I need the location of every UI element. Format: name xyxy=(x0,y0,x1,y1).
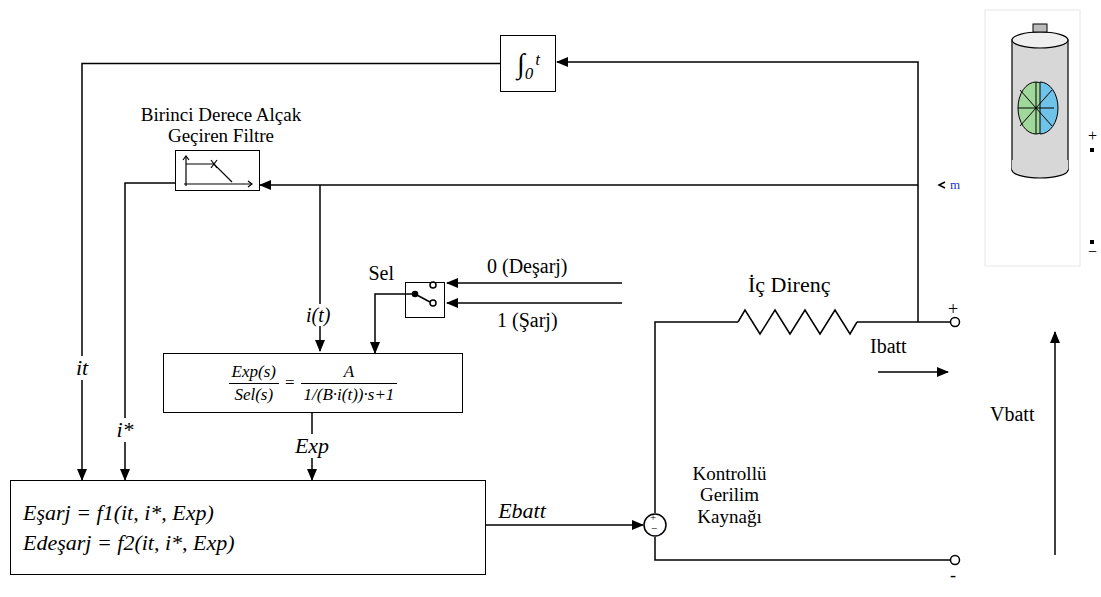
signal-name: i* xyxy=(114,418,135,442)
polarity-sign: + xyxy=(1088,128,1097,144)
input-value: 1 (Şarj) xyxy=(497,310,558,330)
signal-name: Ebatt xyxy=(496,499,548,523)
terminal-sign: + xyxy=(948,300,958,318)
battery-icon xyxy=(985,10,1094,266)
terminal-sign: - xyxy=(950,566,956,584)
lowpass-filter-block: Birinci Derece Alçak Geçiren Filtre xyxy=(175,150,260,191)
polarity-sign: − xyxy=(1088,244,1097,260)
block-heading: Kontrollü Gerilim Kaynağı xyxy=(677,463,782,527)
voltage-name: Vbatt xyxy=(990,404,1034,424)
signal-connector xyxy=(82,64,500,481)
equals-sign: = xyxy=(285,373,295,393)
numerator: Exp(s) xyxy=(229,362,279,384)
selector-switch: Sel xyxy=(405,282,445,318)
fraction: Exp(s)Sel(s) xyxy=(229,362,279,405)
signal-name: it xyxy=(74,356,90,380)
integrator-block: ∫₀ᵗ xyxy=(500,35,556,92)
denominator: Sel(s) xyxy=(231,384,276,405)
fraction: A1/(B·i(t))·s+1 xyxy=(301,362,398,405)
polarity-sign: − xyxy=(651,523,657,534)
equation-line: Edeşarj = f2(it, i*, Exp) xyxy=(23,528,473,558)
signal-name: Exp xyxy=(293,434,331,458)
integral-symbol: ∫₀ᵗ xyxy=(517,48,539,80)
polarity-sign: + xyxy=(650,512,656,523)
block-heading: Birinci Derece Alçak Geçiren Filtre xyxy=(121,105,321,147)
signal-connector xyxy=(486,524,643,526)
current-name: Ibatt xyxy=(870,336,907,356)
denominator: 1/(B·i(t))·s+1 xyxy=(301,384,398,405)
numerator: A xyxy=(301,362,398,384)
input-value: 0 (Deşarj) xyxy=(487,256,568,276)
voltage-function-block: Eşarj = f1(it, i*, Exp)Edeşarj = f2(it, … xyxy=(10,480,486,575)
port-name: m xyxy=(950,178,960,191)
equation-line: Eşarj = f1(it, i*, Exp) xyxy=(23,498,473,528)
signal-name: i(t) xyxy=(304,304,332,326)
signal-connector xyxy=(375,294,405,353)
signal-name: Sel xyxy=(368,262,394,285)
transfer-function-block: Exp(s)Sel(s) = A1/(B·i(t))·s+1 xyxy=(163,353,463,413)
component-name: İç Direnç xyxy=(748,274,830,296)
